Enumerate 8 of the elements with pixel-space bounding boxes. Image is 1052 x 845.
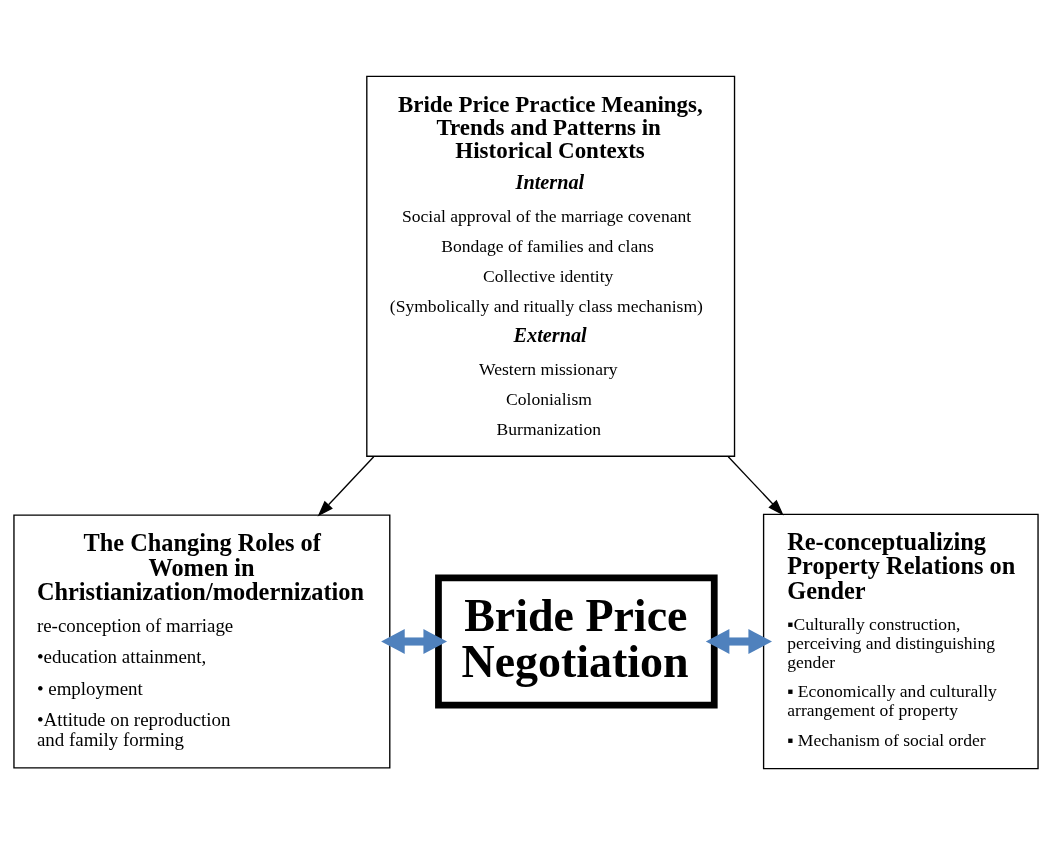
arrow [381, 629, 447, 654]
node-box: Re-conceptualizing Property Relations on Gender ▪Culturally construction, perceiving and distinguishing gender ▪ Economically and culturally arrangement of property ▪ Mechanism of social order [762, 513, 1039, 770]
node-box: The Changing Roles of Women in Christianization/modernization re-conception of marriage •education attainment, • employment •Attitude on reproduction and family forming [13, 514, 391, 769]
node-box: Bride Price Negotiation [435, 574, 718, 709]
node-box: Bride Price Practice Meanings, Trends and Patterns in Historical Contexts Internal Social approval of the marriage covenant Bondage of families and clans Collective identity (Symbolically and ritually class mechanism) External Western missionary Colonialism Burmanization [366, 75, 736, 457]
arrow [727, 456, 784, 516]
arrow [705, 629, 772, 654]
arrow [317, 456, 375, 517]
